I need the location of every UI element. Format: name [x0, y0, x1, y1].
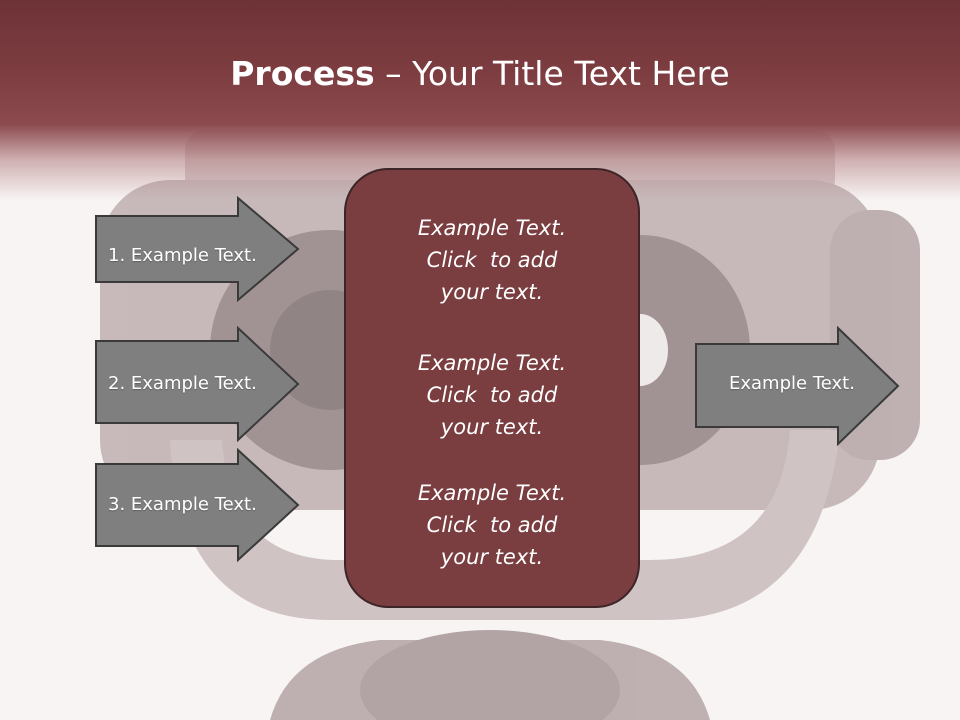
center-text-2-line-3: your text.: [440, 415, 544, 439]
center-text-3-line-1: Example Text.: [417, 481, 567, 505]
center-text-block-1[interactable]: Example Text. Click to add your text.: [344, 212, 640, 308]
title-dash: –: [374, 54, 413, 93]
center-text-block-3[interactable]: Example Text. Click to add your text.: [344, 477, 640, 573]
input-arrow-1-label: 1. Example Text.: [108, 245, 257, 266]
title-rest: Your Title Text Here: [412, 54, 730, 93]
center-text-1-line-1: Example Text.: [417, 216, 567, 240]
input-arrow-1[interactable]: [94, 196, 300, 302]
output-arrow-label: Example Text.: [729, 373, 855, 394]
center-text-2-line-1: Example Text.: [417, 351, 567, 375]
center-text-2-line-2: Click to add: [426, 383, 558, 407]
center-process-box[interactable]: [344, 168, 640, 608]
center-text-block-2[interactable]: Example Text. Click to add your text.: [344, 347, 640, 443]
title-bold: Process: [230, 54, 375, 93]
center-text-1-line-2: Click to add: [426, 248, 558, 272]
output-arrow[interactable]: [694, 326, 900, 446]
center-text-3-line-2: Click to add: [426, 513, 558, 537]
input-arrow-3-label: 3. Example Text.: [108, 494, 257, 515]
slide-title[interactable]: Process – Your Title Text Here: [0, 52, 960, 96]
center-text-3-line-3: your text.: [440, 545, 544, 569]
input-arrow-3[interactable]: [94, 448, 300, 562]
center-text-1-line-3: your text.: [440, 280, 544, 304]
input-arrow-2-label: 2. Example Text.: [108, 373, 257, 394]
input-arrow-2[interactable]: [94, 326, 300, 442]
title-band: [0, 0, 960, 200]
